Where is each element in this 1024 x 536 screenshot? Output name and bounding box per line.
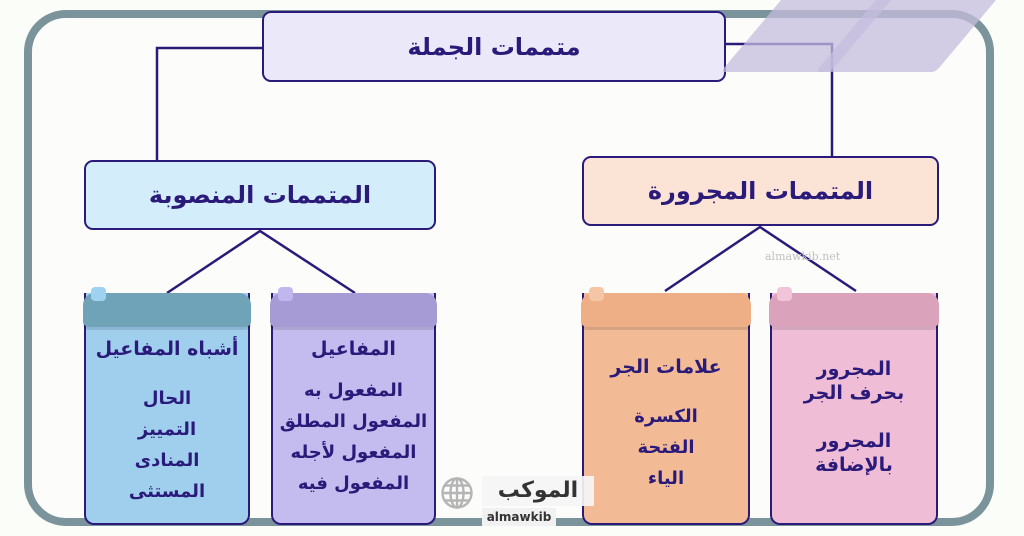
card-ashbah-al-mafail: أشباه المفاعيل الحال التمييز المنادى الم… xyxy=(83,287,251,525)
root-node: متممات الجملة xyxy=(262,11,726,82)
card-tab xyxy=(91,287,106,301)
card-item: المفعول فيه xyxy=(297,473,410,494)
card-header-bar xyxy=(581,287,751,327)
branch-node-majrura: المتممات المجرورة xyxy=(582,156,939,226)
card-item: المنادى xyxy=(134,450,200,471)
watermark: almawkib.net xyxy=(765,250,841,263)
card-tab xyxy=(278,287,293,301)
brand-logo: الموكب almawkib xyxy=(438,472,598,528)
card-item: المجرور بالإضافة xyxy=(815,430,893,476)
card-item: المستثى xyxy=(128,481,206,502)
card-header-bar xyxy=(769,287,939,327)
logo-arabic-text: الموكب xyxy=(482,476,594,506)
card-title: أشباه المفاعيل xyxy=(95,338,239,360)
card-item: الفتحة xyxy=(637,437,695,458)
card-al-mafail: المفاعيل المفعول به المفعول المطلق المفع… xyxy=(270,287,437,525)
card-items: الحال التمييز المنادى المستثى xyxy=(86,383,248,507)
card-item: الحال xyxy=(142,388,192,409)
card-items: الكسرة الفتحة الياء xyxy=(584,401,748,494)
card-item: المفعول المطلق xyxy=(279,411,428,432)
card-item: الكسرة xyxy=(634,406,698,427)
card-item: المفعول لأجله xyxy=(290,442,417,463)
card-title: علامات الجر xyxy=(610,356,722,378)
branch-label: المتممات المنصوبة xyxy=(148,181,372,209)
card-items: المجرور بالإضافة xyxy=(772,429,936,477)
card-header-bar xyxy=(270,287,437,327)
branch-label: المتممات المجرورة xyxy=(647,177,874,205)
card-alamat-al-jarr: علامات الجر الكسرة الفتحة الياء xyxy=(581,287,751,525)
card-title: المجرور بحرف الجر xyxy=(803,358,905,404)
card-items: المفعول به المفعول المطلق المفعول لأجله … xyxy=(273,375,434,499)
card-title: المفاعيل xyxy=(311,338,396,360)
logo-latin-text: almawkib xyxy=(482,508,556,526)
card-tab xyxy=(777,287,792,301)
root-label: متممات الجملة xyxy=(407,32,581,61)
card-header-bar xyxy=(83,287,251,327)
globe-icon xyxy=(441,477,473,509)
card-item: الياء xyxy=(647,468,685,489)
card-al-majrur: المجرور بحرف الجر المجرور بالإضافة xyxy=(769,287,939,525)
card-item: المفعول به xyxy=(304,380,403,401)
card-item: التمييز xyxy=(137,419,197,440)
branch-node-mansuba: المتممات المنصوبة xyxy=(84,160,436,230)
card-tab xyxy=(589,287,604,301)
